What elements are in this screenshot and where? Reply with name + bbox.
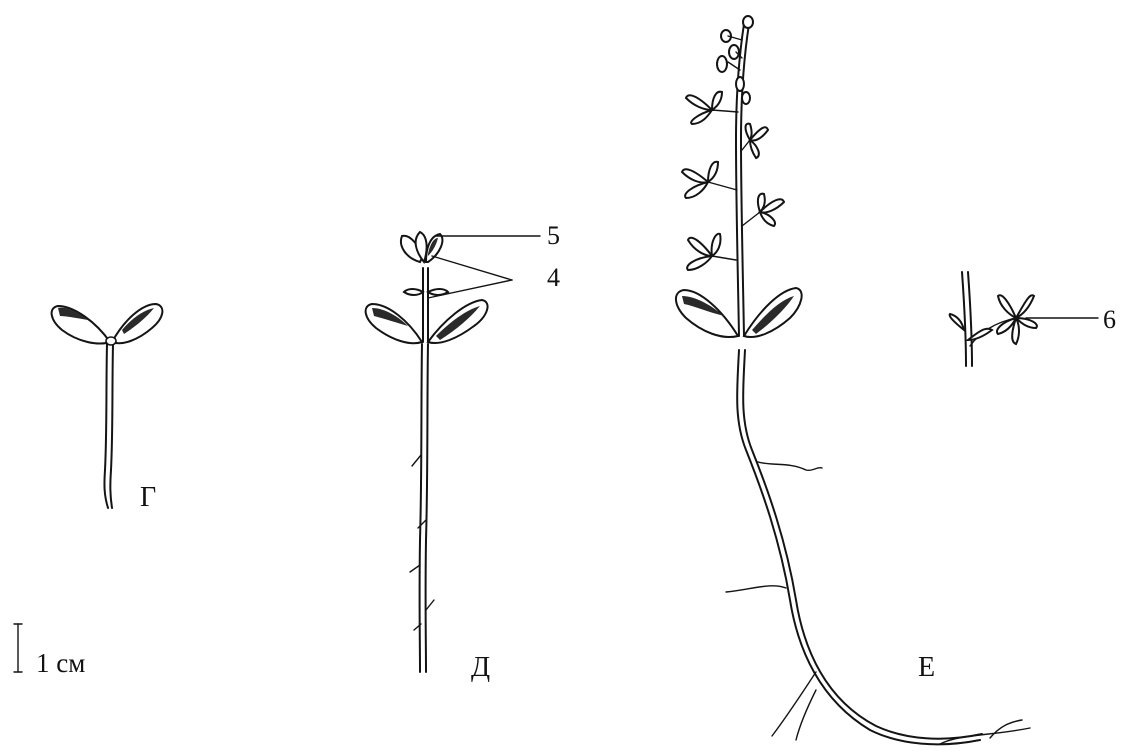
stage-label-e: Е bbox=[918, 652, 935, 683]
plant-e bbox=[676, 16, 1030, 744]
stage-label-d: Д bbox=[471, 652, 490, 683]
scale-bar-label: 1 см bbox=[36, 648, 85, 678]
leaf-whorl bbox=[687, 234, 736, 270]
leaf-whorl bbox=[742, 194, 784, 226]
callout-label-4: 4 bbox=[547, 263, 560, 292]
stage-label-g: Г bbox=[140, 482, 156, 513]
leaf-detail-6 bbox=[950, 272, 1098, 366]
callout-label-5: 5 bbox=[547, 221, 560, 250]
leaf-whorl bbox=[682, 162, 737, 198]
leaf-whorl bbox=[686, 92, 738, 124]
callout-label-6: 6 bbox=[1103, 305, 1116, 334]
seedling-d bbox=[366, 232, 540, 672]
seedling-g bbox=[52, 304, 163, 508]
scale-bar: 1 см bbox=[14, 624, 85, 678]
leaf-whorl bbox=[742, 124, 768, 158]
